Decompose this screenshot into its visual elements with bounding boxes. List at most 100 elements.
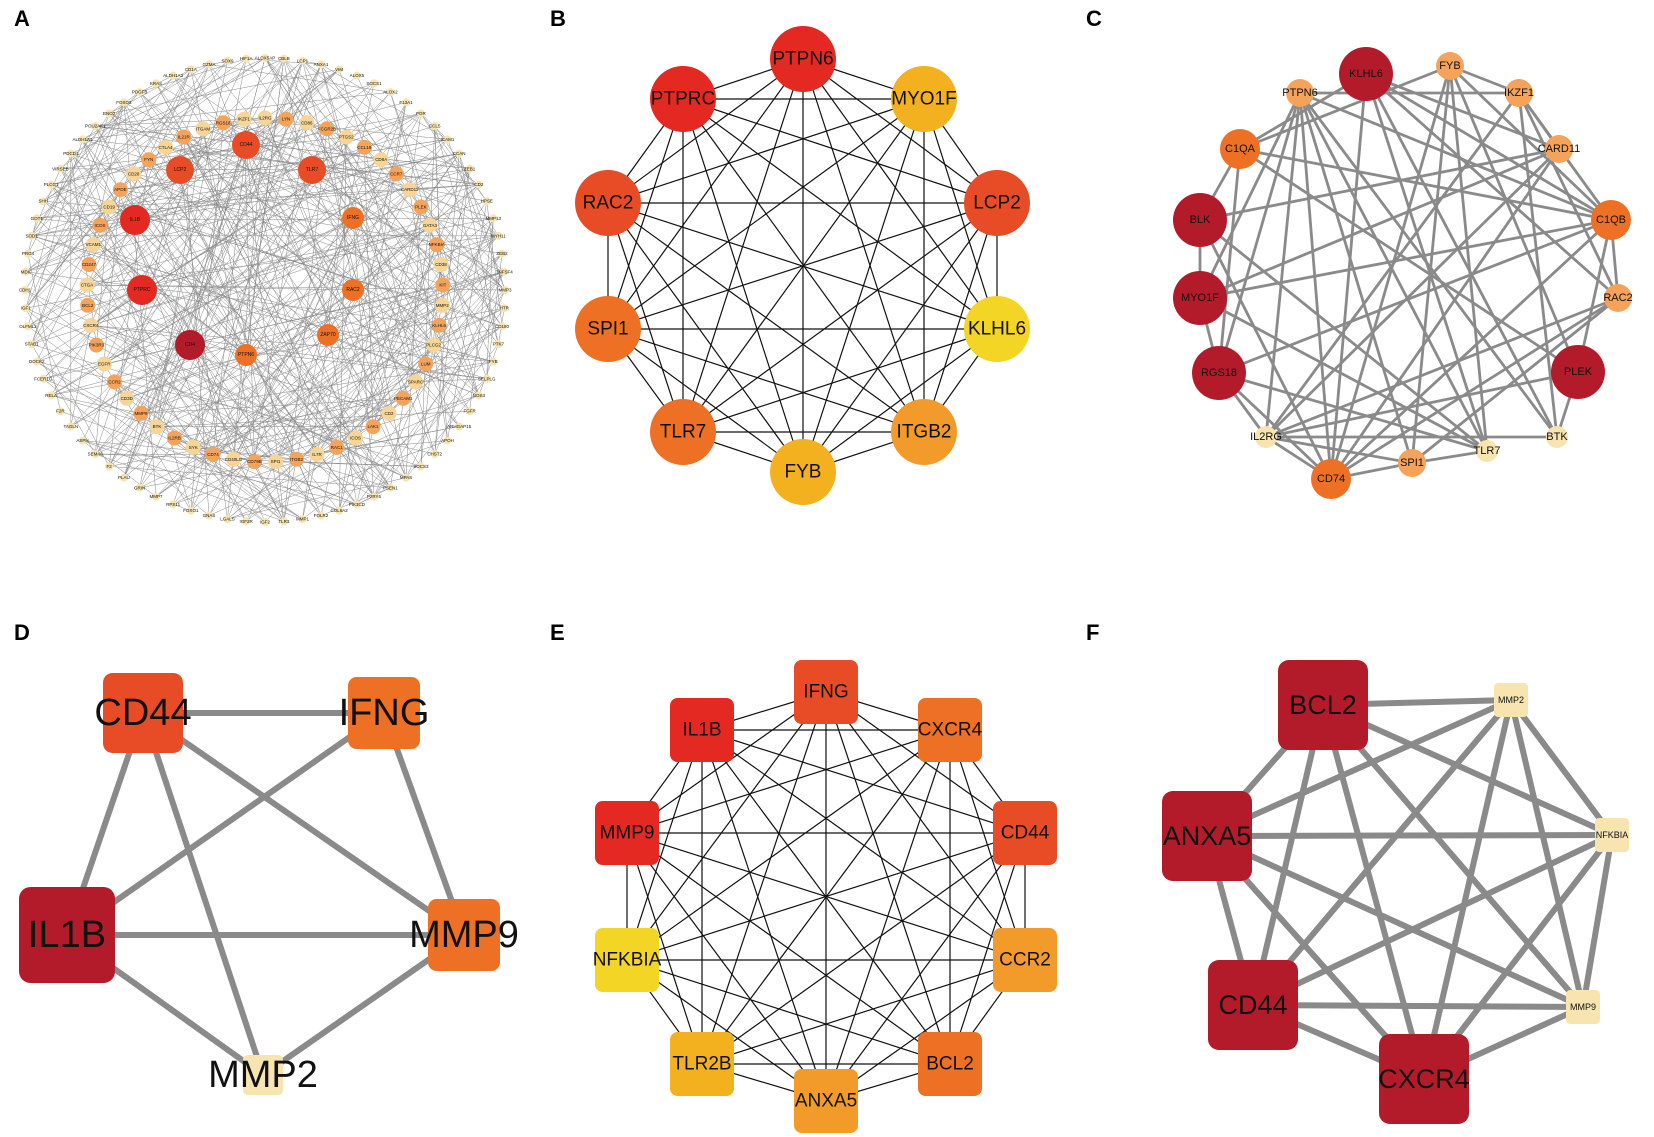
- panel-a-node-cd2: CD2: [474, 180, 484, 189]
- panel-c-edge: [1517, 92, 1559, 438]
- panel-a-node-label: FYB: [489, 359, 498, 364]
- panel-a-edge: [275, 253, 503, 462]
- panel-a-node-label: IL1B: [130, 217, 141, 223]
- panel-a-edge: [202, 128, 255, 462]
- panel-a-edge: [25, 58, 285, 309]
- panel-a-edge: [31, 60, 228, 237]
- panel-a-edge: [90, 325, 494, 362]
- panel-a-node-circle: [435, 277, 451, 293]
- panel-a-edge: [373, 344, 499, 497]
- panel-a-node-label: ALDH1A1: [72, 137, 93, 142]
- panel-a-node-mmp13: MMP13: [485, 214, 501, 223]
- panel-a-node-label: GRIN: [134, 485, 145, 490]
- panel-b-node-circle: [650, 399, 716, 465]
- panel-a-edge: [245, 354, 358, 505]
- panel-e-edge: [825, 691, 951, 1065]
- panel-a-edge: [104, 58, 247, 365]
- panel-a-edge: [126, 354, 247, 399]
- panel-a-node-circle: [482, 374, 491, 383]
- panel-a-edge: [486, 253, 503, 379]
- panel-b-node-rac2: RAC2: [575, 170, 641, 236]
- panel-a-edge: [43, 201, 407, 478]
- panel-a-node-mmp7: MMP7: [150, 492, 163, 501]
- panel-a-node-asph: ASPH: [76, 436, 89, 445]
- panel-a-edge: [302, 60, 479, 185]
- panel-a-edge: [189, 139, 448, 346]
- panel-a-node-label: OLFML2: [19, 324, 37, 329]
- panel-a-edge: [326, 128, 354, 291]
- panel-a-node-spi1: SPI1: [268, 454, 284, 470]
- panel-a-edge: [139, 92, 322, 516]
- panel-a-node-socs3: SOCS3: [413, 462, 429, 471]
- panel-a-node-aldh1a3: ALDH1A3: [163, 71, 184, 80]
- panel-a-edge: [90, 325, 390, 414]
- panel-c-node-circle: [1255, 426, 1277, 448]
- panel-a-edge: [70, 153, 356, 439]
- panel-b-edge: [607, 202, 925, 433]
- panel-c-node-circle: [1192, 346, 1246, 400]
- panel-a-edge: [70, 344, 191, 427]
- panel-a-node-label: PGR: [416, 111, 427, 116]
- panel-a-edge: [87, 305, 276, 462]
- panel-a-edge: [109, 69, 191, 114]
- panel-a-edge: [148, 118, 287, 160]
- panel-e-nodes: IFNGCXCR4CD44CCR2BCL2ANXA5TLR2BNFKBIAMMP…: [593, 660, 1057, 1133]
- panel-a-node-label: CCL5: [429, 123, 441, 128]
- panel-a-node-tnfsf4: TNFSF4: [496, 267, 513, 276]
- panel-c-edge: [1199, 218, 1488, 453]
- panel-a-edge: [95, 92, 391, 455]
- panel-a-edge: [82, 139, 479, 185]
- panel-b-edge: [607, 328, 925, 433]
- panel-a-edge: [254, 122, 308, 462]
- panel-a-edge: [245, 58, 285, 356]
- panel-a-node-label: CTLA4: [159, 145, 174, 150]
- panel-c-node-circle: [1551, 345, 1605, 399]
- panel-a-node-circle: [39, 374, 48, 383]
- panel-a-edge: [70, 325, 92, 427]
- panel-a-edge: [372, 244, 437, 427]
- panel-b-edges: [607, 58, 998, 473]
- panel-a-node-circle: [430, 121, 439, 130]
- panel-a-node-label: ICOS: [350, 436, 361, 441]
- panel-a-node-alox5ap: ALOX5AP: [255, 54, 276, 62]
- panel-f-node-square: [1278, 660, 1368, 750]
- panel-a-node-label: ICOS: [95, 223, 106, 228]
- panel-a-node-pecam1: PECAM1: [394, 390, 413, 406]
- panel-a-node-circle: [261, 54, 269, 62]
- panel-a-edge: [25, 102, 125, 309]
- panel-a-edge: [50, 184, 194, 448]
- panel-a-node-circle: [494, 340, 503, 349]
- panel-a-node-virseb: VIRSEB: [52, 164, 69, 173]
- panel-c-node-label: PTPN6: [1282, 87, 1317, 99]
- panel-a-node-label: ALOX5AP: [255, 56, 276, 61]
- panel-a-edge: [311, 169, 505, 309]
- panel-a-node-f2: F2: [105, 462, 114, 471]
- panel-e-node-label: ANXA5: [795, 1091, 857, 1112]
- panel-f-edge: [1252, 1002, 1584, 1010]
- panel-a-node-circle: [288, 451, 304, 467]
- panel-e-edge: [626, 832, 951, 1065]
- panel-a-node-label: RAC2: [346, 287, 360, 293]
- panel-a-node-ccl5: CCL5: [429, 121, 441, 130]
- panel-a-node-label: DOCK2: [29, 359, 45, 364]
- panel-a-edge: [183, 136, 337, 448]
- panel-a-node-label: MYH11: [491, 233, 506, 238]
- panel-a-node-sox9: SOX9: [221, 56, 234, 65]
- panel-a-node-cd38: CD38: [433, 257, 449, 273]
- panel-a-node-circle: [152, 79, 161, 88]
- panel-a-edge: [283, 58, 505, 272]
- panel-a-node-label: CCAN: [453, 151, 466, 156]
- panel-f-node-label: NFKBIA: [1596, 830, 1629, 840]
- panel-a-edge: [25, 147, 166, 272]
- panel-c-edge: [1239, 64, 1451, 151]
- panel-a-edge: [114, 381, 255, 462]
- panel-a-edge: [264, 57, 347, 138]
- panel-a-edge: [99, 225, 322, 516]
- panel-f-edge: [1205, 833, 1585, 1010]
- panel-a-node-circle: [429, 237, 445, 253]
- panel-a-node-circle: [105, 462, 114, 471]
- panel-a-node-circle: [352, 71, 361, 80]
- panel-letter-e: E: [550, 620, 565, 645]
- panel-a-node-lcp2: LCP2: [166, 156, 194, 184]
- panel-a-edge: [140, 413, 303, 520]
